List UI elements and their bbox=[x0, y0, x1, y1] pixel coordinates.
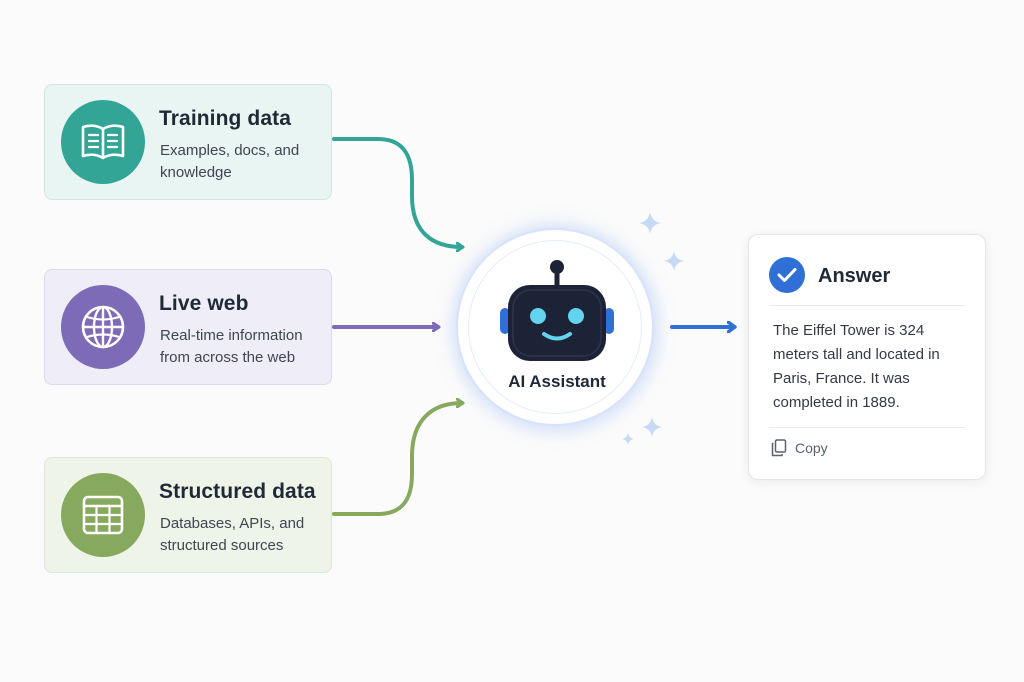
source-card-live-web: Live web Real-time information from acro… bbox=[44, 269, 332, 385]
sparkle-icon bbox=[639, 212, 661, 234]
divider bbox=[769, 305, 965, 306]
assistant-ring bbox=[468, 240, 642, 414]
source-card-structured: Structured data Databases, APIs, and str… bbox=[44, 457, 332, 573]
book-icon bbox=[61, 100, 145, 184]
source-title: Training data bbox=[159, 107, 291, 130]
source-description: Examples, docs, and knowledge bbox=[160, 142, 300, 181]
copy-label: Copy bbox=[795, 440, 828, 456]
source-description: Real-time information from across the we… bbox=[160, 327, 303, 366]
copy-icon bbox=[771, 439, 787, 457]
sparkle-icon bbox=[622, 433, 634, 445]
connector-training bbox=[332, 137, 462, 247]
connector-structured bbox=[332, 403, 462, 516]
globe-icon bbox=[61, 285, 145, 369]
source-title: Structured data bbox=[159, 480, 316, 503]
copy-button[interactable]: Copy bbox=[771, 439, 828, 457]
sparkle-icon bbox=[642, 417, 662, 437]
source-title: Live web bbox=[159, 292, 249, 315]
answer-title: Answer bbox=[818, 265, 891, 287]
answer-text: The Eiffel Tower is 324 meters tall and … bbox=[773, 322, 940, 411]
divider bbox=[769, 427, 965, 428]
assistant-label: AI Assistant bbox=[508, 372, 606, 391]
check-icon bbox=[769, 257, 805, 293]
robot-icon bbox=[500, 260, 614, 361]
table-icon bbox=[61, 473, 145, 557]
source-card-training: Training data Examples, docs, and knowle… bbox=[44, 84, 332, 200]
source-description: Databases, APIs, and structured sources bbox=[160, 515, 305, 554]
sparkle-icon bbox=[664, 251, 684, 271]
answer-card: Answer The Eiffel Tower is 324 meters ta… bbox=[748, 234, 986, 480]
